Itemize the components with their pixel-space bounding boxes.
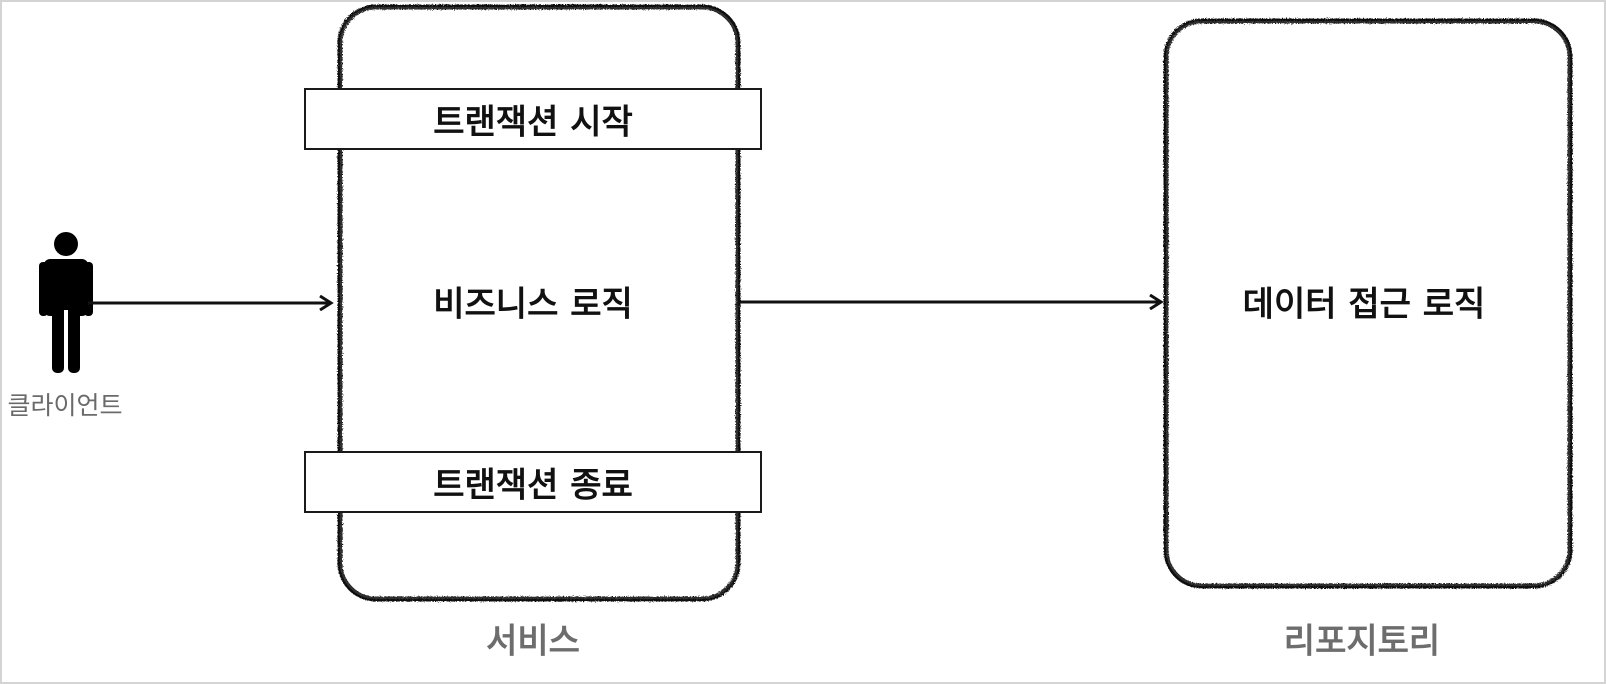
client-label: 클라이언트 [7, 391, 123, 420]
repository-caption: 리포지토리 [1283, 621, 1441, 662]
service-container [337, 4, 741, 602]
repository-container [1163, 18, 1573, 589]
business-logic-label: 비즈니스 로직 [433, 284, 633, 325]
client-actor-icon [39, 232, 93, 373]
transaction-end-box [304, 451, 762, 513]
transaction-start-box [304, 88, 762, 150]
transaction-end-label: 트랜잭션 종료 [433, 465, 633, 506]
transaction-start-label: 트랜잭션 시작 [433, 102, 633, 143]
service-caption: 서비스 [486, 621, 580, 662]
data-access-logic-label: 데이터 접근 로직 [1242, 284, 1486, 325]
